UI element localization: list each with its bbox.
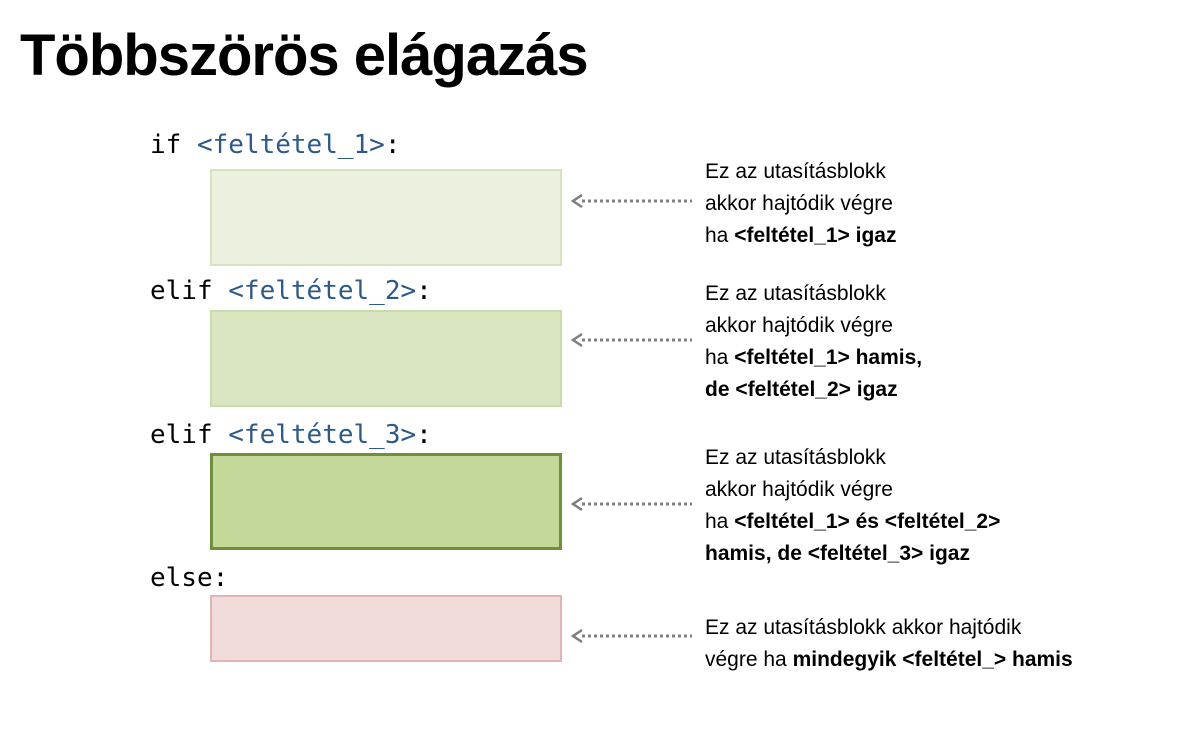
if-block [210,169,562,266]
code-line-if: if <feltétel_1>: [150,130,400,160]
left-arrow-icon [570,333,692,347]
colon: : [416,276,432,306]
description-line: végre ha mindegyik <feltétel_> hamis [705,644,1073,676]
description-line: ha <feltétel_1> és <feltétel_2> [705,506,1000,538]
description-text: ha [705,346,735,369]
description-elif-2: Ez az utasításblokk akkor hajtódik végre… [705,442,1000,570]
description-text: végre ha [705,648,793,671]
code-line-elif-1: elif <feltétel_2>: [150,276,432,306]
description-bold: <feltétel_1> igaz [734,224,897,247]
description-bold: <feltétel_1> és <feltétel_2> [734,510,1001,533]
description-bold: de <feltétel_2> igaz [705,378,898,401]
page-title: Többszörös elágazás [20,23,589,88]
left-arrow-icon [570,629,692,643]
description-bold: mindegyik <feltétel_> hamis [792,648,1073,671]
left-arrow-icon [570,497,692,511]
colon: : [384,130,401,160]
description-line: akkor hajtódik végre [705,192,893,215]
description-line: akkor hajtódik végre [705,314,893,337]
elif-keyword: elif [150,420,213,450]
if-keyword: if [150,130,182,160]
description-line: akkor hajtódik végre [705,478,893,501]
else-block [210,595,562,662]
elif-condition-2: <feltétel_2> [228,276,417,306]
description-line: Ez az utasításblokk [705,446,886,469]
description-line: Ez az utasításblokk [705,160,886,183]
colon: : [416,420,432,450]
else-keyword: else [150,563,213,593]
description-bold: hamis, de <feltétel_3> igaz [705,542,970,565]
description-line: Ez az utasításblokk [705,282,886,305]
description-line: hamis, de <feltétel_3> igaz [705,538,1000,570]
colon: : [212,563,229,593]
code-line-elif-2: elif <feltétel_3>: [150,420,432,450]
elif-block-2 [210,453,562,550]
description-line: ha <feltétel_1> igaz [705,220,896,252]
description-elif-1: Ez az utasításblokk akkor hajtódik végre… [705,278,922,406]
description-line: ha <feltétel_1> hamis, [705,342,922,374]
description-bold: <feltétel_1> hamis, [734,346,923,369]
elif-keyword: elif [150,276,213,306]
description-line: Ez az utasításblokk akkor hajtódik [705,616,1022,639]
if-condition: <feltétel_1> [196,130,385,160]
left-arrow-icon [570,194,692,208]
description-line: de <feltétel_2> igaz [705,374,922,406]
elif-condition-3: <feltétel_3> [228,420,417,450]
description-else: Ez az utasításblokk akkor hajtódik végre… [705,612,1073,676]
description-if: Ez az utasításblokk akkor hajtódik végre… [705,156,896,252]
description-text: ha [705,510,735,533]
description-text: ha [705,224,735,247]
elif-block-1 [210,310,562,407]
code-line-else: else: [150,563,228,593]
